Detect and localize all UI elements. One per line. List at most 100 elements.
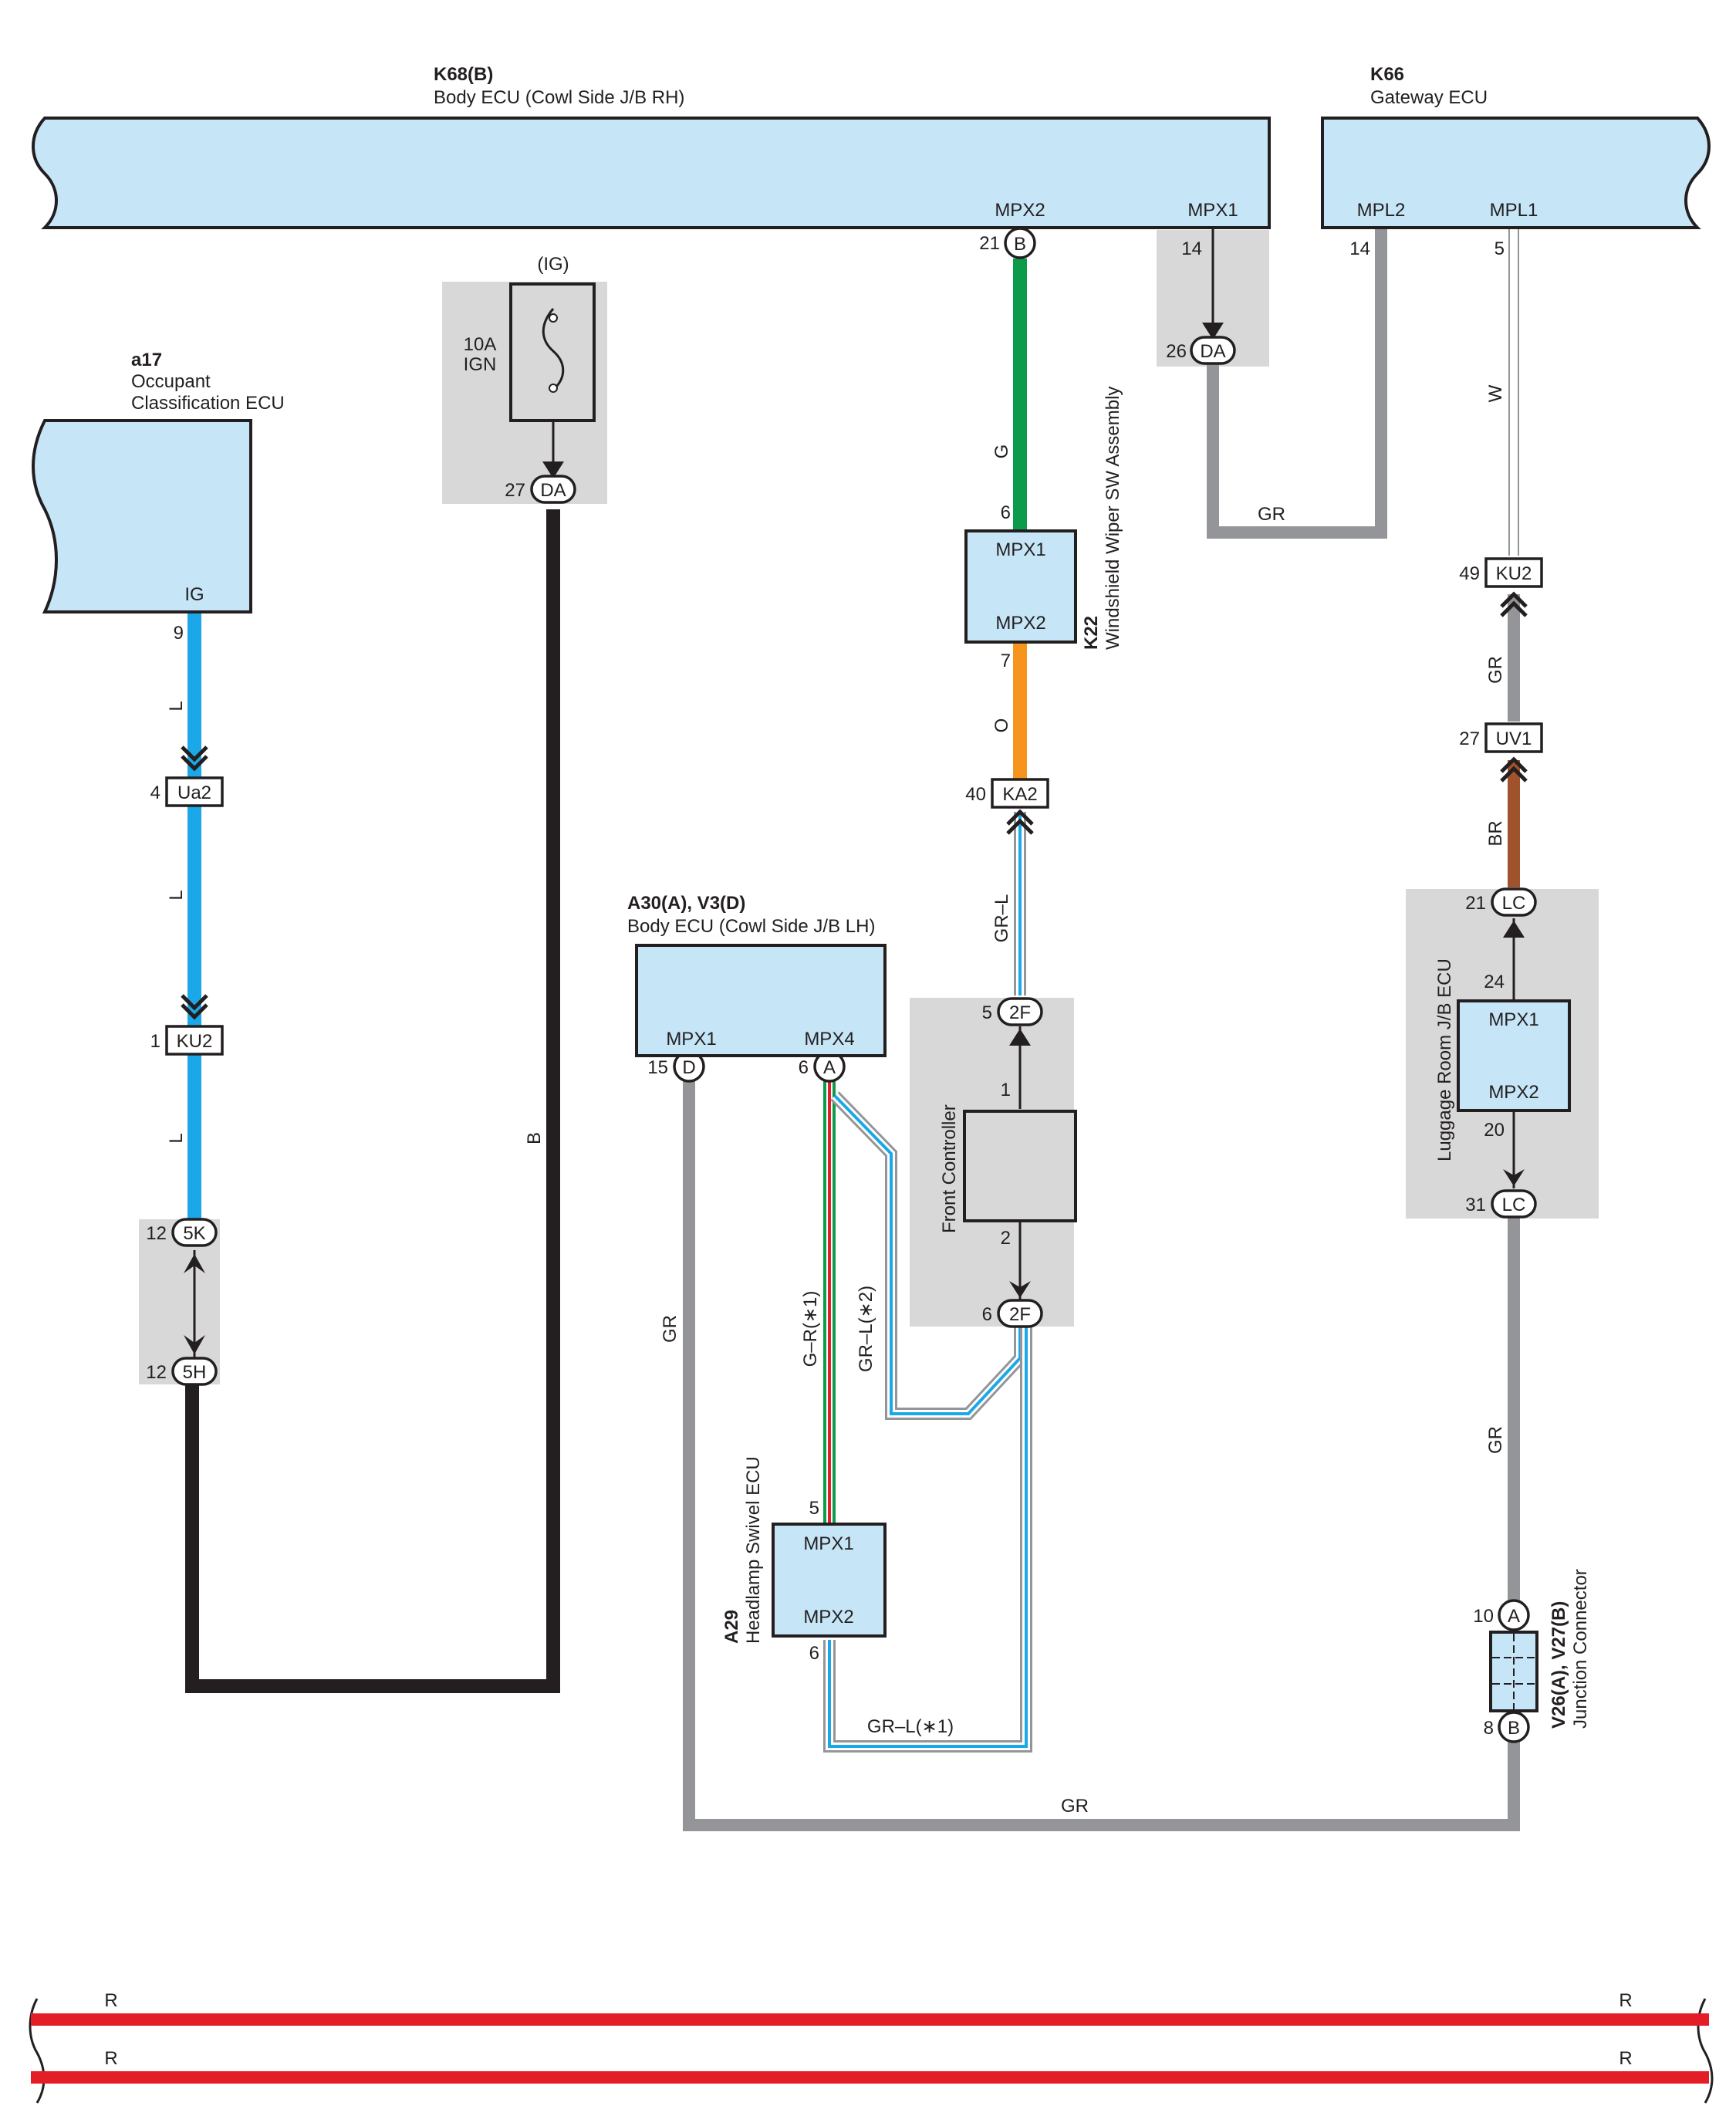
pin-10: 10 (1473, 1606, 1494, 1627)
connector-a-junction-label: A (1508, 1606, 1520, 1627)
body-ecu-lh-pin-mpx1: MPX1 (666, 1029, 716, 1050)
connector-2f-bot-label: 2F (1009, 1304, 1031, 1325)
connector-b-top (1004, 227, 1036, 259)
pin-label-ig: IG (184, 584, 204, 605)
fuse-name: IGN (464, 354, 497, 375)
swivel-pin-a: MPX1 (803, 1533, 853, 1554)
connector-lc-bot (1491, 1189, 1537, 1219)
arrow-lc-bot (1503, 1169, 1525, 1186)
connector-uv1 (1484, 722, 1543, 753)
connector-5k-label: 5K (183, 1223, 205, 1244)
wire-label-r-1: R (104, 1990, 117, 2011)
pin-5-2f: 5 (982, 1002, 992, 1023)
pin-6-mpx4: 6 (799, 1057, 809, 1078)
fuse-terminal-bottom (549, 384, 558, 393)
body-ecu-rh-name: Body ECU (Cowl Side J/B RH) (434, 87, 684, 108)
connector-ku2-left (165, 1025, 224, 1056)
pin-21: 21 (979, 233, 1000, 254)
pin-label-mpl2: MPL2 (1357, 200, 1406, 221)
pin-15: 15 (647, 1057, 668, 1078)
occupant-ecu-name-1: Occupant (131, 371, 211, 392)
body-ecu-lh-code: A30(A), V3(D) (627, 893, 745, 914)
fuse-header: (IG) (537, 254, 569, 275)
wire-label-br: BR (1485, 820, 1506, 846)
swivel-pin-b: MPX2 (803, 1607, 853, 1628)
connector-ku2-left-label: KU2 (177, 1031, 213, 1052)
pin-1-fc: 1 (1001, 1080, 1011, 1100)
connector-2f-bot (997, 1299, 1043, 1328)
wire-label-gr-ku2: GR (1485, 656, 1506, 684)
arrow-5k (184, 1254, 205, 1273)
pin-49: 49 (1459, 563, 1480, 584)
arrow-da-top (1202, 323, 1224, 340)
wire-label-gr-l-2: GR–L(∗2) (856, 1286, 876, 1372)
wire-label-g: G (991, 444, 1012, 459)
fuse-terminal-top (549, 313, 558, 323)
fuse-icon (542, 308, 565, 391)
wire-gr-gateway (1207, 229, 1387, 539)
headlamp-swivel-ecu-box (772, 1523, 887, 1638)
swivel-code: A29 (721, 1610, 742, 1644)
pin-14-mpx1: 14 (1181, 238, 1202, 259)
wire-label-gr-l: GR–L (991, 894, 1012, 943)
connector-ka2 (991, 778, 1049, 809)
body-ecu-rh-box (32, 117, 1271, 229)
wire-label-l-1: L (166, 701, 187, 711)
wire-label-l-3: L (166, 1133, 187, 1143)
arrow-lc-top (1503, 921, 1525, 938)
occupant-ecu-name-2: Classification ECU (131, 393, 285, 414)
chevron-ku2-right-icon (1500, 591, 1528, 617)
connector-2f-top-label: 2F (1009, 1002, 1031, 1023)
fuse-box (509, 282, 596, 422)
luggage-pin-a: MPX1 (1488, 1009, 1538, 1030)
connector-b-junction-label: B (1508, 1718, 1520, 1739)
pin-7-wiper: 7 (1001, 651, 1011, 671)
connector-b-top-label: B (1014, 234, 1026, 255)
pin-27-uv1: 27 (1459, 728, 1480, 749)
pin-label-mpx2: MPX2 (995, 200, 1045, 221)
wire-label-b: B (524, 1132, 545, 1144)
wire-label-gr-l-1: GR–L(∗1) (867, 1716, 954, 1737)
wiper-pin-a: MPX1 (995, 539, 1045, 560)
pin-21-lc: 21 (1465, 893, 1486, 914)
occupant-classification-ecu-box (32, 419, 252, 614)
wire-label-gr-bottom: GR (1061, 1796, 1089, 1817)
pin-4: 4 (150, 783, 160, 803)
wire-label-w: W (1485, 384, 1506, 402)
connector-d-label: D (682, 1057, 695, 1078)
connector-lc-top-label: LC (1502, 893, 1526, 914)
pin-20: 20 (1484, 1120, 1505, 1141)
connector-ua2 (165, 776, 224, 807)
wire-label-r-4: R (1619, 2048, 1632, 2069)
pin-8: 8 (1484, 1718, 1494, 1739)
wire-label-g-r: G–R(∗1) (800, 1291, 821, 1367)
luggage-name: Luggage Room J/B ECU (1434, 958, 1455, 1161)
connector-ua2-label: Ua2 (177, 783, 211, 803)
pin-14-mpl2: 14 (1349, 238, 1370, 259)
connector-da-top-label: DA (1200, 341, 1225, 362)
wire-gr-bottom (683, 1080, 1520, 1831)
gateway-ecu-name: Gateway ECU (1370, 87, 1488, 108)
arrow-da-fuse (542, 461, 564, 478)
front-controller-box (963, 1110, 1077, 1222)
connector-lc-bot-label: LC (1502, 1195, 1526, 1215)
arrow-2f-bot (1009, 1281, 1031, 1298)
occupant-ecu-code: a17 (131, 350, 162, 370)
pin-1-ku2: 1 (150, 1031, 160, 1052)
connector-ka2-label: KA2 (1002, 784, 1037, 805)
wire-gr-l-1 (823, 1327, 1032, 1753)
pin-31: 31 (1465, 1195, 1486, 1215)
connector-ku2-right (1484, 557, 1543, 588)
pin-12-5k: 12 (146, 1223, 167, 1244)
pin-9: 9 (174, 623, 184, 644)
arrow-5h (184, 1335, 205, 1354)
wire-label-r-3: R (104, 2048, 117, 2069)
junction-code: V26(A), V27(B) (1549, 1601, 1569, 1729)
body-ecu-lh-pin-mpx4: MPX4 (804, 1029, 854, 1050)
gateway-ecu-code: K66 (1370, 64, 1404, 85)
wiper-name: Windshield Wiper SW Assembly (1103, 387, 1123, 650)
connector-2f-top (997, 997, 1043, 1026)
wire-label-gr-gateway: GR (1258, 504, 1285, 525)
wire-label-gr-right: GR (1485, 1426, 1506, 1454)
